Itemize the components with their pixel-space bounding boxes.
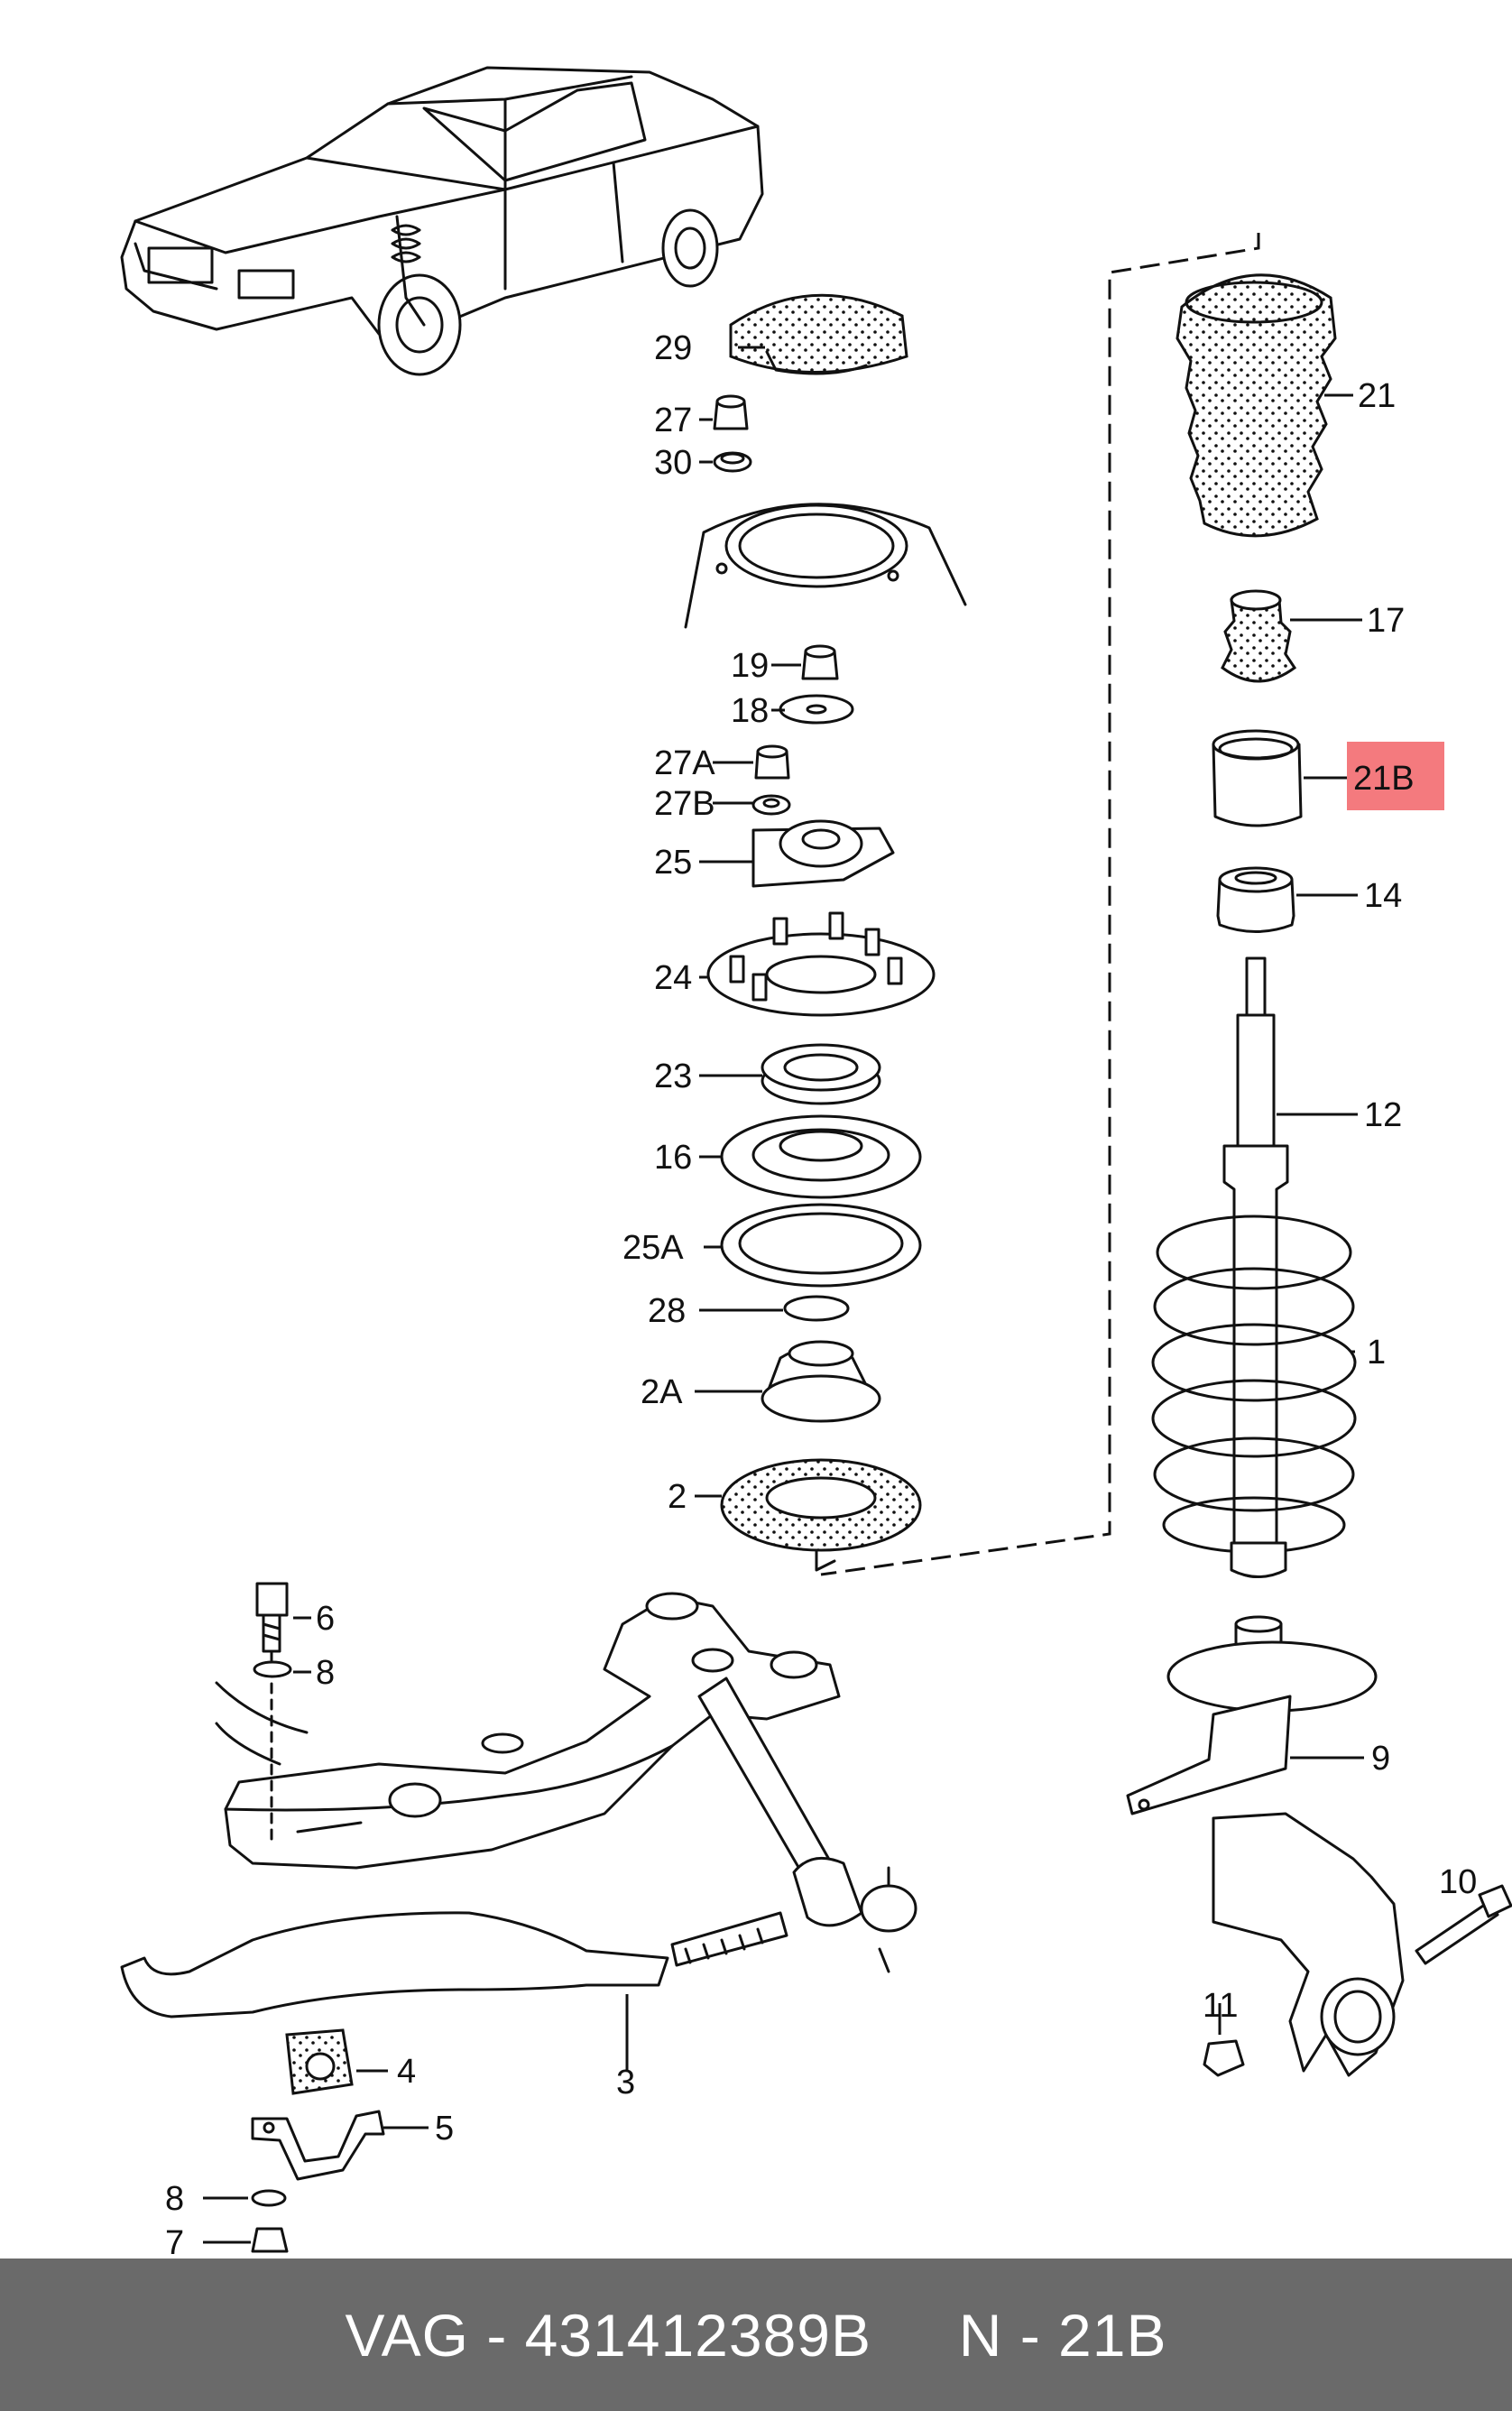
part-2-lower-spring-pad xyxy=(720,1458,922,1572)
part-6-bolt xyxy=(255,1582,289,1843)
part-28-washer xyxy=(783,1295,850,1322)
part-7-nut xyxy=(251,2227,289,2253)
part-23-bearing xyxy=(761,1043,881,1105)
part-14-bushing xyxy=(1216,866,1295,933)
part-27A-nut xyxy=(754,744,790,780)
subframe-and-control-arm xyxy=(215,1592,917,1973)
callout-17: 17 xyxy=(1367,602,1405,640)
callout-11: 11 xyxy=(1203,1987,1238,2025)
callout-24: 24 xyxy=(654,959,692,997)
callout-9: 9 xyxy=(1371,1740,1390,1778)
part-27B-washer xyxy=(751,794,791,816)
part-number-caption: VAG - 431412389B N - 21B xyxy=(345,2301,1167,2369)
part-3-stabilizer-bar xyxy=(120,1911,788,2018)
part-10-bolt xyxy=(1415,1884,1512,1965)
callout-10: 10 xyxy=(1439,1863,1477,1901)
callout-4: 4 xyxy=(397,2053,416,2091)
callout-19: 19 xyxy=(731,647,769,685)
callout-18: 18 xyxy=(731,692,769,730)
callout-labels: 29 27 30 19 18 27A 27B 25 24 23 16 25A 2… xyxy=(165,329,1477,2259)
part-17-bump-stop xyxy=(1221,589,1297,683)
callout-5: 5 xyxy=(435,2110,454,2148)
callout-2A: 2A xyxy=(641,1373,683,1411)
part-18-washer xyxy=(779,694,854,725)
part-8-upper-washer xyxy=(253,1660,292,1678)
exploded-parts-diagram: 29 27 30 19 18 27A 27B 25 24 23 16 25A 2… xyxy=(120,66,1512,2259)
part-9-steering-knuckle xyxy=(1126,1615,1405,2077)
callout-27B: 27B xyxy=(654,785,715,823)
footer-bar: VAG - 431412389B N - 21B xyxy=(0,2259,1512,2411)
highlight-box-21B xyxy=(1347,742,1444,810)
part-19-nut xyxy=(801,644,839,680)
part-2A-mount xyxy=(761,1340,881,1423)
part-5-clamp xyxy=(251,2110,385,2181)
callout-7: 7 xyxy=(165,2224,184,2259)
callout-2: 2 xyxy=(668,1478,687,1516)
part-8-lower-washer xyxy=(251,2189,287,2207)
callout-12: 12 xyxy=(1364,1096,1402,1134)
part-1-coil-spring xyxy=(1151,1215,1357,1578)
part-12-shock-absorber xyxy=(1222,956,1289,1578)
part-24-mounting-plate xyxy=(706,911,936,1017)
callout-21: 21 xyxy=(1358,377,1396,415)
part-25-upper-mount xyxy=(751,819,895,888)
callout-1: 1 xyxy=(1367,1334,1386,1372)
part-16-spring-seat xyxy=(720,1114,922,1199)
callout-30: 30 xyxy=(654,444,692,482)
callout-8-upper: 8 xyxy=(316,1654,335,1692)
callout-3: 3 xyxy=(616,2064,635,2102)
part-11-nut xyxy=(1203,2039,1245,2077)
part-21B-sleeve xyxy=(1212,729,1303,827)
callout-21B: 21B xyxy=(1353,760,1415,798)
callout-23: 23 xyxy=(654,1058,692,1095)
part-4-bushing xyxy=(285,2028,354,2095)
part-30-washer xyxy=(713,451,752,473)
part-21-boot xyxy=(1175,273,1337,538)
part-27-nut xyxy=(713,394,749,430)
callout-16: 16 xyxy=(654,1139,692,1177)
assembly-bracket-lines xyxy=(820,233,1260,1576)
callout-27: 27 xyxy=(654,402,692,439)
callout-28: 28 xyxy=(648,1292,686,1330)
strut-tower-panel xyxy=(684,503,967,629)
callout-25A: 25A xyxy=(622,1229,684,1267)
part-29-top-cover xyxy=(729,293,908,375)
callout-27A: 27A xyxy=(654,744,715,782)
callout-14: 14 xyxy=(1364,877,1402,915)
leader-lines xyxy=(203,346,1364,2244)
callout-8-lower: 8 xyxy=(165,2180,184,2218)
part-25A-spring-pad xyxy=(720,1203,922,1288)
car-illustration xyxy=(120,66,764,376)
callout-6: 6 xyxy=(316,1600,335,1638)
callout-25: 25 xyxy=(654,844,692,882)
callout-29: 29 xyxy=(654,329,692,367)
